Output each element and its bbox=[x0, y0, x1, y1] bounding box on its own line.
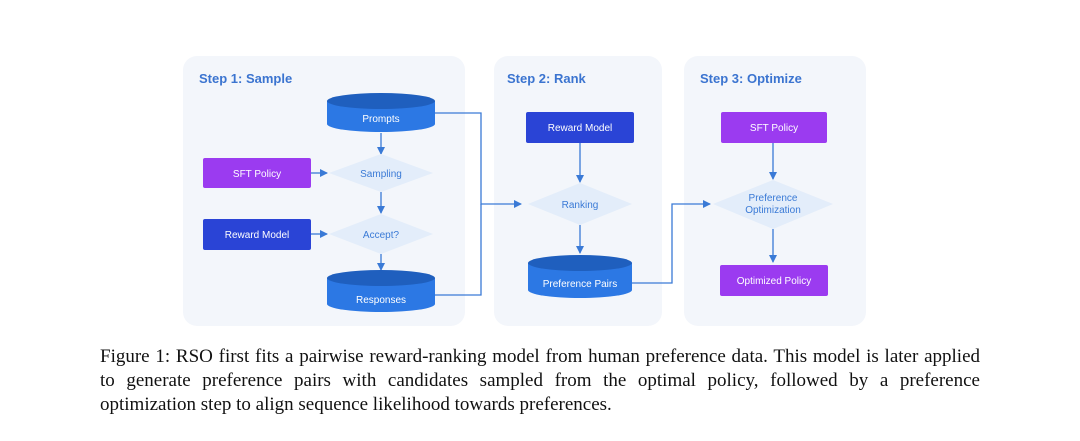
preference-pairs-label: Preference Pairs bbox=[543, 279, 617, 290]
node-preference-optimization: Preference Optimization bbox=[713, 180, 833, 229]
node-optimized-policy: Optimized Policy bbox=[720, 265, 828, 296]
prompts-label: Prompts bbox=[362, 114, 399, 125]
preference-optimization-label-line1: Preference bbox=[749, 193, 798, 204]
step3-title: Step 3: Optimize bbox=[700, 71, 802, 86]
step2-title: Step 2: Rank bbox=[507, 71, 587, 86]
node-ranking: Ranking bbox=[528, 183, 632, 225]
responses-label: Responses bbox=[356, 295, 406, 306]
connector-responses-to-ranking bbox=[435, 204, 482, 296]
figure-caption: Figure 1: RSO first fits a pairwise rewa… bbox=[100, 346, 980, 415]
connector-pairs-to-optimization bbox=[632, 200, 711, 284]
node-reward-model-2: Reward Model bbox=[526, 112, 634, 143]
sft-policy-3-label: SFT Policy bbox=[750, 123, 798, 134]
sft-policy-1-label: SFT Policy bbox=[233, 169, 281, 180]
preference-optimization-label-line2: Optimization bbox=[745, 205, 801, 216]
step1-title: Step 1: Sample bbox=[199, 71, 292, 86]
node-sft-policy-1: SFT Policy bbox=[203, 158, 311, 188]
connector-prompts-to-ranking bbox=[435, 112, 522, 208]
sampling-label: Sampling bbox=[360, 169, 402, 180]
reward-model-2-label: Reward Model bbox=[548, 123, 612, 134]
ranking-label: Ranking bbox=[562, 200, 599, 211]
accept-label: Accept? bbox=[363, 230, 400, 241]
node-reward-model-1: Reward Model bbox=[203, 219, 311, 250]
node-sampling: Sampling bbox=[329, 154, 433, 192]
node-responses: Responses bbox=[327, 270, 435, 312]
node-preference-pairs: Preference Pairs bbox=[528, 255, 632, 298]
reward-model-1-label: Reward Model bbox=[225, 230, 289, 241]
node-sft-policy-3: SFT Policy bbox=[721, 112, 827, 143]
connectors bbox=[311, 112, 777, 296]
node-accept: Accept? bbox=[329, 214, 433, 254]
optimized-policy-label: Optimized Policy bbox=[737, 276, 811, 287]
node-prompts: Prompts bbox=[327, 93, 435, 132]
